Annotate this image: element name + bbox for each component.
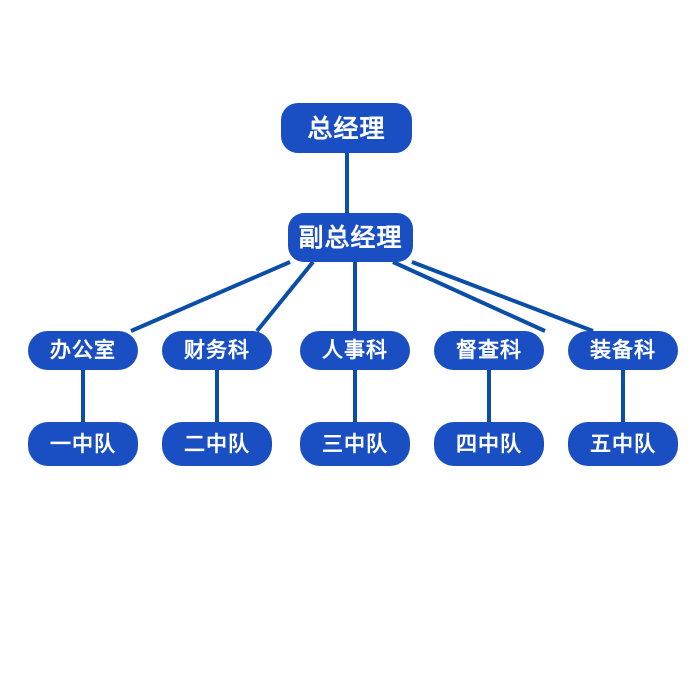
- node-label-finance-department: 财务科: [184, 338, 250, 362]
- node-finance-department[interactable]: 财务科: [162, 331, 272, 370]
- node-squadron-2[interactable]: 二中队: [162, 422, 272, 466]
- node-label-squadron-4: 四中队: [456, 431, 522, 456]
- node-squadron-5[interactable]: 五中队: [568, 422, 678, 466]
- node-office[interactable]: 办公室: [28, 331, 138, 370]
- edge-deputy-to-dept4: [392, 260, 546, 333]
- node-human-resources-department[interactable]: 人事科: [300, 331, 410, 370]
- node-label-squadron-3: 三中队: [322, 431, 388, 456]
- node-label-squadron-1: 一中队: [50, 431, 116, 456]
- node-squadron-3[interactable]: 三中队: [300, 422, 410, 466]
- edge-deputy-to-dept2: [255, 260, 315, 333]
- node-label-deputy-general-manager: 副总经理: [298, 223, 403, 252]
- node-label-supervision-department: 督查科: [456, 338, 522, 362]
- node-label-general-manager: 总经理: [307, 113, 386, 143]
- node-general-manager[interactable]: 总经理: [281, 103, 412, 153]
- node-label-squadron-5: 五中队: [590, 431, 656, 456]
- node-supervision-department[interactable]: 督查科: [434, 331, 544, 370]
- node-label-human-resources-department: 人事科: [322, 338, 388, 362]
- node-deputy-general-manager[interactable]: 副总经理: [288, 213, 413, 262]
- node-label-office: 办公室: [50, 338, 116, 362]
- node-label-squadron-2: 二中队: [184, 431, 250, 456]
- edge-deputy-to-dept5: [411, 260, 594, 333]
- node-equipment-department[interactable]: 装备科: [568, 331, 678, 370]
- node-squadron-1[interactable]: 一中队: [28, 422, 138, 466]
- edge-deputy-to-dept1: [130, 260, 291, 333]
- node-squadron-4[interactable]: 四中队: [434, 422, 544, 466]
- node-label-equipment-department: 装备科: [590, 338, 656, 362]
